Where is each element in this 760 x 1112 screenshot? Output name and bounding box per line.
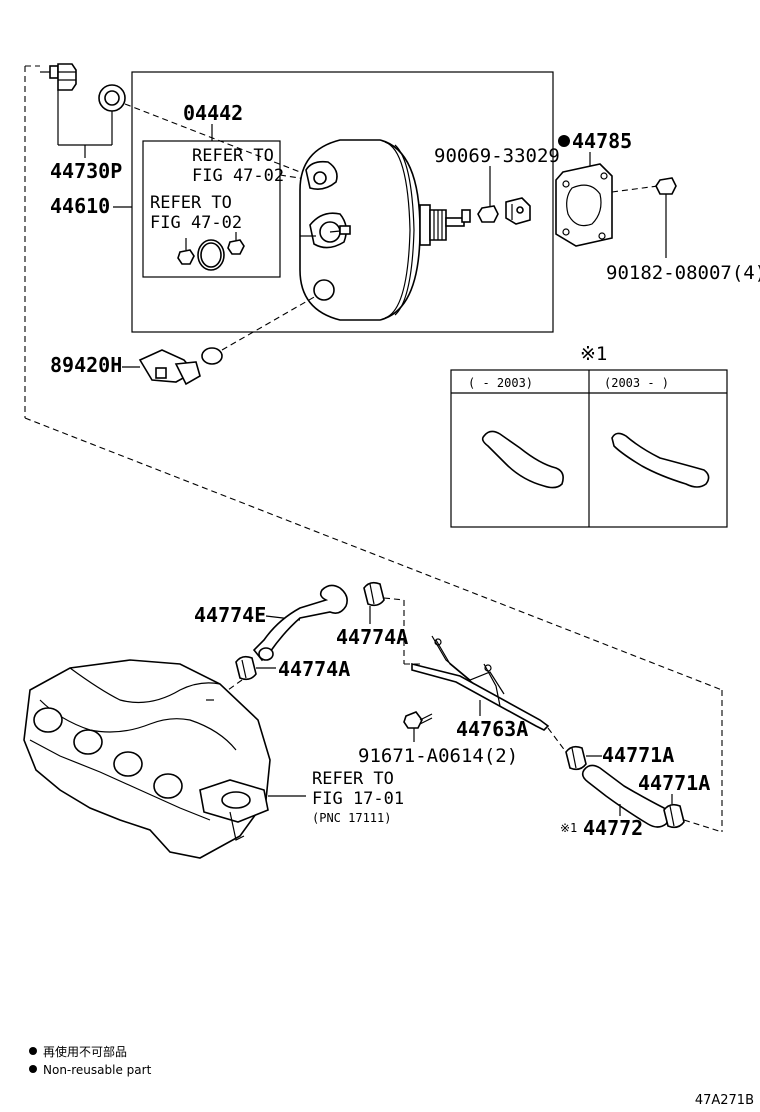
gasket-44785 [555,163,613,247]
note-col2-header: (2003 - ) [604,376,669,390]
note-table [450,369,728,528]
refer-text-3-line2: FIG 17-01 [312,789,404,809]
label-44774A-upper: 44774A [336,625,408,649]
label-44610: 44610 [50,194,110,218]
clamp-44774A-upper [363,581,385,607]
pipe-44763A [411,635,550,731]
refer-text-1-line1: REFER TO [192,146,274,166]
figure-code: 47A271B [695,1093,754,1108]
booster-group-box [131,71,554,333]
hose-44772 [581,764,670,828]
refer-text-2-line1: REFER TO [150,193,232,213]
intake-manifold [23,659,271,859]
legend-dot-en [29,1065,37,1073]
brake-booster [299,139,471,321]
check-valve-44730P [40,63,301,173]
label-44771A-lower: 44771A [638,771,710,795]
label-44771A-upper: 44771A [602,743,674,767]
clevis-nut [477,197,531,225]
clamp-44771A-upper [565,745,587,771]
legend-en: Non-reusable part [43,1063,152,1077]
refer-text-3-line3: (PNC 17111) [312,811,391,825]
assembly-boundary [24,65,723,832]
label-04442: 04442 [183,101,243,125]
clamp-44771A-lower [663,803,685,829]
refer-text-1-line2: FIG 47-02 [192,166,284,186]
label-90069-33029: 90069-33029 [434,145,560,167]
label-44730P: 44730P [50,159,122,183]
mark-44772: ※1 [560,821,577,835]
label-44763A: 44763A [456,717,528,741]
sensor-89420H [138,347,223,386]
label-44772: 44772 [583,816,643,840]
label-44774E: 44774E [194,603,266,627]
label-44774A-lower: 44774A [278,657,350,681]
refer-box-small-parts [177,238,245,271]
legend-jp: 再使用不可部品 [43,1044,127,1059]
refer-text-2-line2: FIG 47-02 [150,213,242,233]
label-89420H: 89420H [50,353,122,377]
bolt-91671 [403,711,433,729]
label-91671-A0614: 91671-A0614(2) [358,745,518,767]
note-col1-header: ( - 2003) [468,376,533,390]
hose-44774E [252,584,348,662]
nut-90182 [655,177,677,195]
legend-dot-jp [29,1047,37,1055]
refer-text-3-line1: REFER TO [312,769,394,789]
label-90182-08007: 90182-08007(4) [606,262,760,284]
note-mark: ※1 [580,343,607,365]
clamp-44774A-lower [235,655,257,681]
label-44785: 44785 [572,129,632,153]
non-reusable-dot-44785 [558,135,570,147]
